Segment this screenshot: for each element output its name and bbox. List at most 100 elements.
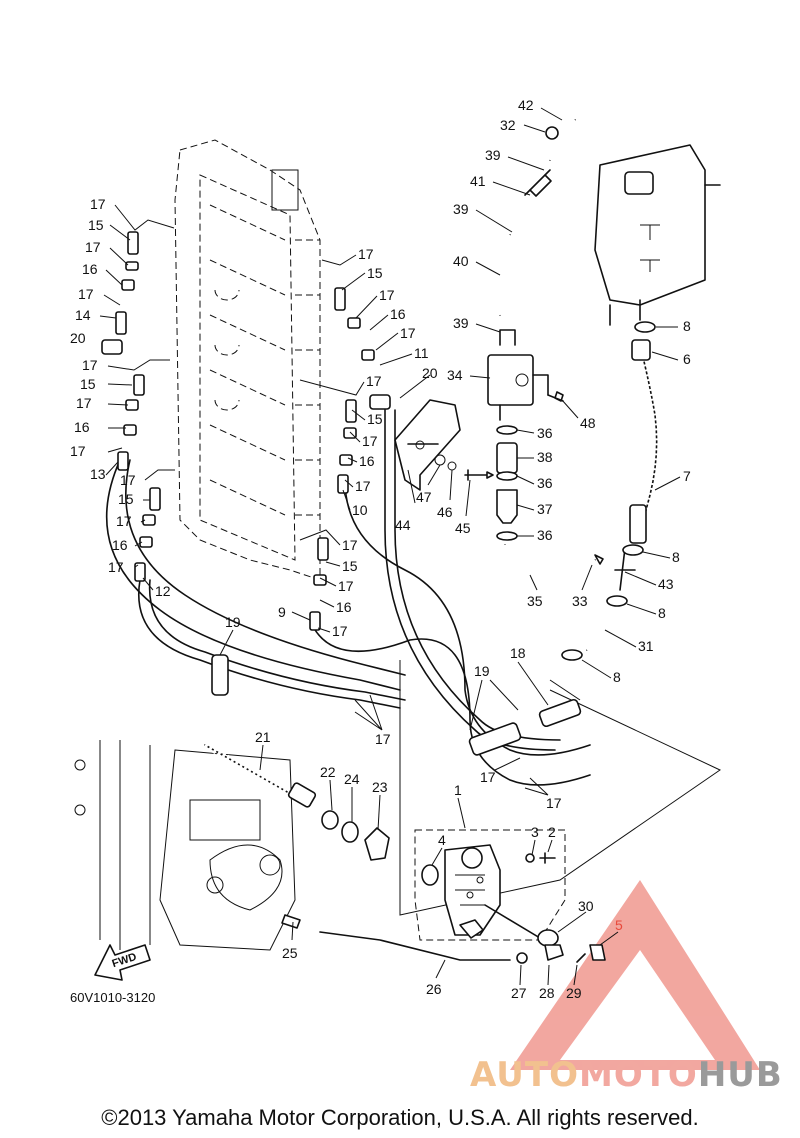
callout-48: 48 [580,415,596,431]
watermark-text-part3: HUB [697,1055,783,1095]
callout-17: 17 [366,373,382,389]
callout-35: 35 [527,593,543,609]
callout-39: 39 [485,147,501,163]
watermark-text-part1: AUTO [470,1055,579,1095]
callout-17: 17 [480,769,496,785]
hose-fitting-stacks [115,231,375,631]
callout-20: 20 [422,365,438,381]
callout-25: 25 [282,945,298,961]
callout-19: 19 [225,614,241,630]
callout-leader-lines [99,107,681,986]
callout-5: 5 [615,917,623,933]
callout-8: 8 [683,318,691,334]
callout-numbers: 42 32 39 41 39 40 39 34 48 36 38 36 37 3… [70,97,691,1001]
cylinder-block [174,139,321,581]
fuel-pump-filter-group [487,117,604,585]
fwd-arrow-icon: FWD [94,944,151,981]
callout-39: 39 [453,201,469,217]
callout-17: 17 [342,537,358,553]
watermark-brand-text: AUTOMOTOHUB [470,1055,783,1095]
callout-21: 21 [255,729,271,745]
copyright-notice: ©2013 Yamaha Motor Corporation, U.S.A. A… [101,1105,699,1130]
watermark-logo-triangle [510,880,760,1070]
callout-29: 29 [566,985,582,1001]
callout-45: 45 [455,520,471,536]
callout-22: 22 [320,764,336,780]
callout-39: 39 [453,315,469,331]
hose-clamps [101,339,582,756]
callout-32: 32 [500,117,516,133]
callout-36: 36 [537,527,553,543]
callout-40: 40 [453,253,469,269]
callout-17: 17 [90,196,106,212]
callout-10: 10 [352,502,368,518]
callout-24: 24 [344,771,360,787]
callout-17: 17 [108,559,124,575]
callout-31: 31 [638,638,654,654]
callout-16: 16 [74,419,90,435]
callout-15: 15 [80,376,96,392]
callout-16: 16 [336,599,352,615]
callout-38: 38 [537,449,553,465]
callout-6: 6 [683,351,691,367]
callout-20: 20 [70,330,86,346]
fuel-injection-pump-body [281,829,606,964]
callout-8: 8 [613,669,621,685]
callout-17: 17 [120,472,136,488]
callout-16: 16 [82,261,98,277]
lower-engine-casing [74,740,296,951]
callout-17: 17 [116,513,132,529]
callout-47: 47 [416,489,432,505]
callout-17: 17 [76,395,92,411]
callout-17: 17 [546,795,562,811]
callout-13: 13 [90,466,106,482]
callout-41: 41 [470,173,486,189]
callout-11: 11 [414,345,429,361]
callout-4: 4 [438,832,446,848]
callout-16: 16 [112,537,128,553]
callout-17: 17 [362,433,378,449]
callout-17: 17 [70,443,86,459]
hose-joint-assembly [561,321,656,661]
callout-15: 15 [367,411,383,427]
callout-26: 26 [426,981,442,997]
callout-12: 12 [155,583,171,599]
callout-15: 15 [367,265,383,281]
pump-mounting-bracket [394,399,494,491]
callout-17: 17 [332,623,348,639]
callout-16: 16 [390,306,406,322]
callout-16: 16 [359,453,375,469]
callout-2: 2 [548,824,556,840]
callout-36: 36 [537,425,553,441]
callout-1: 1 [454,782,462,798]
linkage-shaft-and-seals [203,742,390,861]
vapor-separator-tank [594,144,721,326]
callout-8: 8 [658,605,666,621]
callout-17: 17 [338,578,354,594]
callout-27: 27 [511,985,527,1001]
callout-8: 8 [672,549,680,565]
callout-17: 17 [85,239,101,255]
callout-17: 17 [400,325,416,341]
diagram-reference-code: 60V1010-3120 [70,990,156,1005]
callout-17: 17 [78,286,94,302]
callout-37: 37 [537,501,553,517]
callout-17: 17 [358,246,374,262]
callout-34: 34 [447,367,463,383]
callout-17: 17 [82,357,98,373]
callout-33: 33 [572,593,588,609]
callout-19: 19 [474,663,490,679]
callout-17: 17 [355,478,371,494]
corrugated-fuel-hose [629,339,662,544]
callout-44: 44 [395,517,411,533]
callout-36: 36 [537,475,553,491]
callout-46: 46 [437,504,453,520]
callout-28: 28 [539,985,555,1001]
fuel-hose-routing [105,409,722,916]
callout-3: 3 [531,824,539,840]
callout-42: 42 [518,97,534,113]
callout-15: 15 [342,558,358,574]
callout-15: 15 [88,217,104,233]
callout-7: 7 [683,468,691,484]
